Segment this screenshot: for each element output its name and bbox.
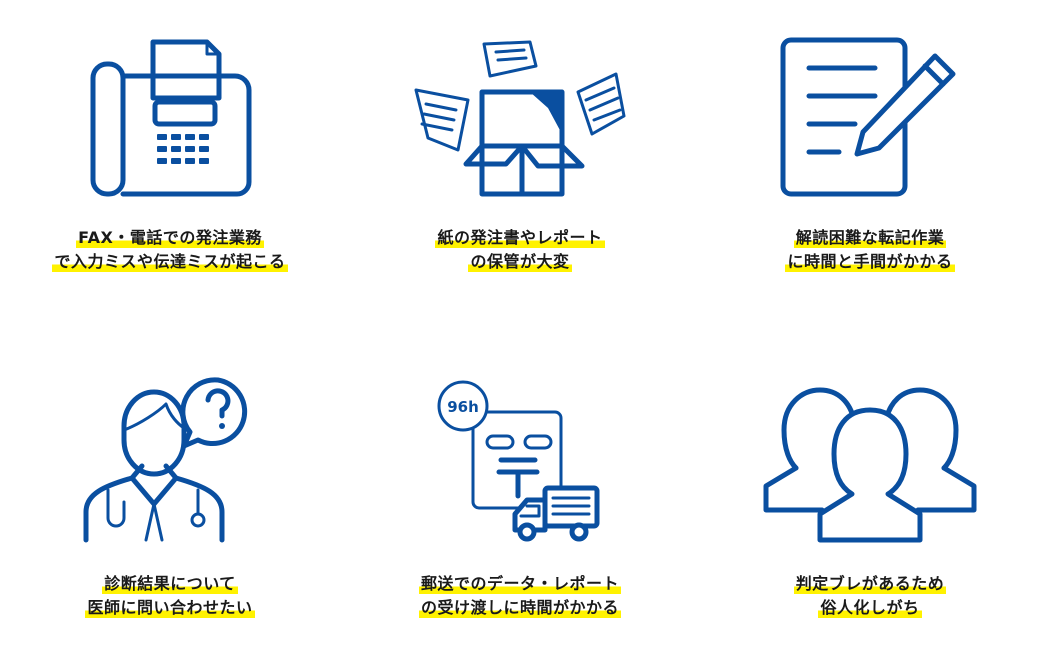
fax-icon (85, 36, 255, 201)
caption-line: 判定ブレがあるため (793, 572, 947, 596)
mail-truck-icon: 96h (435, 378, 605, 546)
caption-line: の保管が大変 (468, 250, 572, 274)
issue-card-doctor: 診断結果について 医師に問い合わせたい (0, 340, 340, 660)
issue-caption: 郵送でのデータ・レポート の受け渡しに時間がかかる (350, 572, 690, 620)
people-group-icon (762, 384, 978, 544)
issue-caption: FAX・電話での発注業務 で入力ミスや伝達ミスが起こる (0, 226, 340, 274)
doctor-question-icon (80, 376, 260, 544)
badge-96h: 96h (447, 398, 479, 416)
caption-line: の受け渡しに時間がかかる (418, 596, 621, 620)
caption-line: 診断結果について (102, 572, 238, 596)
issue-card-people: 判定ブレがあるため 俗人化しがち (700, 340, 1040, 660)
issue-caption: 紙の発注書やレポート の保管が大変 (350, 226, 690, 274)
caption-line: で入力ミスや伝達ミスが起こる (52, 250, 288, 274)
document-pen-icon (775, 36, 965, 201)
caption-line: FAX・電話での発注業務 (76, 226, 264, 250)
caption-line: に時間と手間がかかる (785, 250, 955, 274)
issue-card-document: 解読困難な転記作業 に時間と手間がかかる (700, 0, 1040, 320)
caption-line: 医師に問い合わせたい (85, 596, 255, 620)
issue-card-paper: 紙の発注書やレポート の保管が大変 (350, 0, 690, 320)
caption-line: 紙の発注書やレポート (435, 226, 605, 250)
issue-card-mail: 96h 郵送でのデータ・レポート の受け渡しに時間がかかる (350, 340, 690, 660)
caption-line: 郵送でのデータ・レポート (418, 572, 621, 596)
issue-caption: 解読困難な転記作業 に時間と手間がかかる (700, 226, 1040, 274)
issue-card-fax: FAX・電話での発注業務 で入力ミスや伝達ミスが起こる (0, 0, 340, 320)
paper-box-icon (410, 38, 630, 198)
issue-caption: 判定ブレがあるため 俗人化しがち (700, 572, 1040, 620)
caption-line: 俗人化しがち (818, 596, 922, 620)
issue-caption: 診断結果について 医師に問い合わせたい (0, 572, 340, 620)
caption-line: 解読困難な転記作業 (793, 226, 947, 250)
